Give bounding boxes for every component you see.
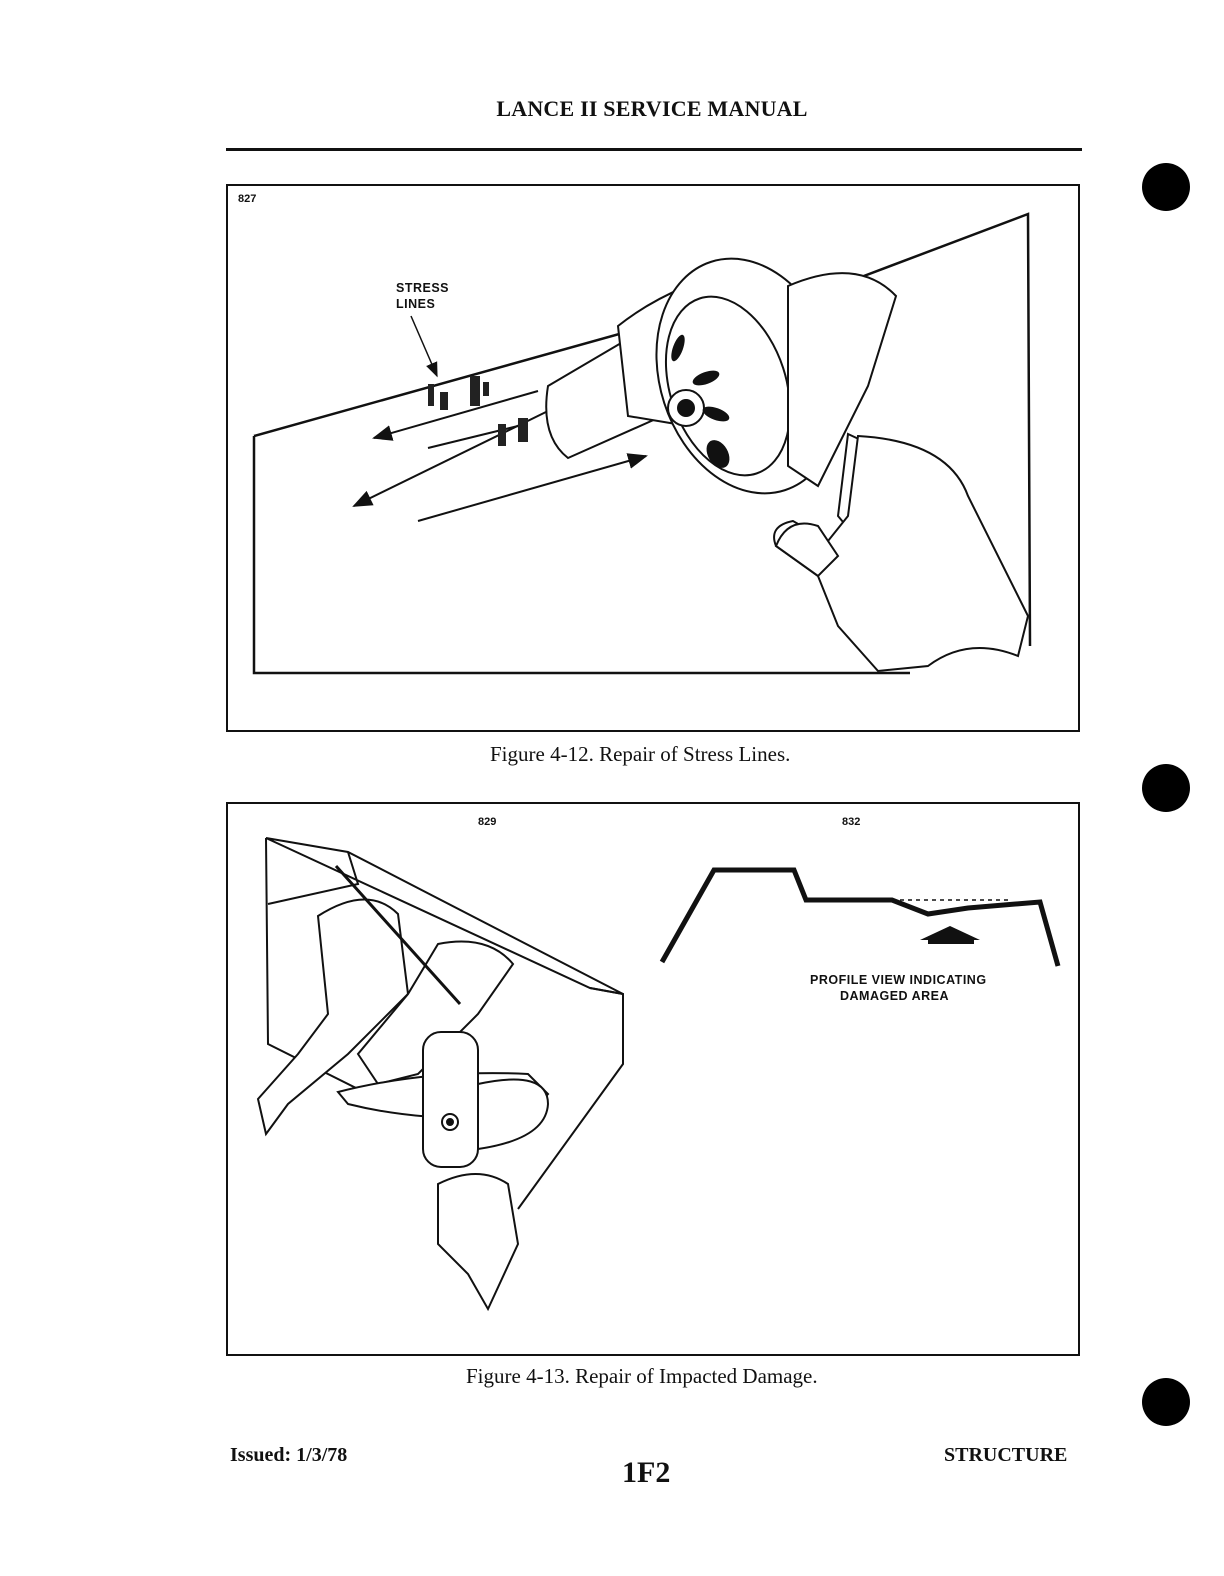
- callout-pointer-icon: [411, 316, 437, 376]
- page-code: 1F2: [622, 1456, 670, 1490]
- section-name: STRUCTURE: [944, 1444, 1067, 1467]
- figure-4-13-frame: 829 832 PROFILE VIEW INDICATING DAMAGED …: [226, 802, 1080, 1356]
- binder-hole: [1142, 163, 1190, 211]
- binder-hole: [1142, 764, 1190, 812]
- figure-4-12-frame: 827 STRESS LINES: [226, 184, 1080, 732]
- figure-4-12-caption: Figure 4-12. Repair of Stress Lines.: [490, 742, 790, 767]
- header-rule: [226, 148, 1082, 151]
- page-header-title: LANCE II SERVICE MANUAL: [0, 96, 1224, 122]
- stress-lines-illustration: [228, 186, 1078, 730]
- issued-date: Issued: 1/3/78: [230, 1444, 347, 1467]
- figure-4-13-caption: Figure 4-13. Repair of Impacted Damage.: [466, 1364, 818, 1389]
- damage-profile-icon: [662, 870, 1058, 966]
- impacted-damage-illustration: [228, 804, 1078, 1354]
- binder-hole: [1142, 1378, 1190, 1426]
